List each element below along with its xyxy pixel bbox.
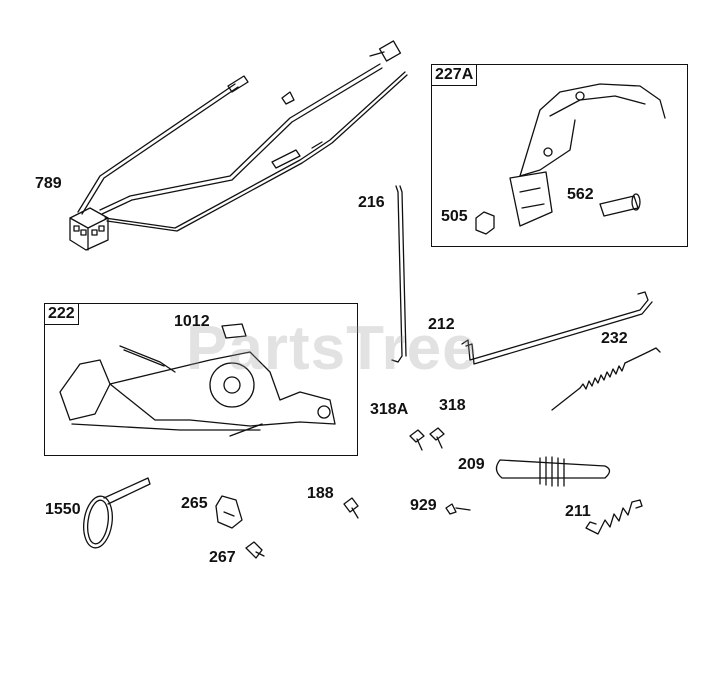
group-label-222: 222 [44,303,79,325]
callout-1012[interactable]: 1012 [174,313,210,330]
link-212 [461,291,653,365]
group-frame-227A [431,64,688,247]
governor-assembly-222 [59,323,336,437]
callout-232[interactable]: 232 [601,330,628,347]
callout-267[interactable]: 267 [209,549,236,566]
spring-209 [495,456,611,487]
rod-216 [391,185,407,363]
callout-318A[interactable]: 318A [370,401,409,418]
callout-562[interactable]: 562 [567,186,594,203]
callout-1550[interactable]: 1550 [45,501,81,518]
callout-212[interactable]: 212 [428,316,455,333]
screw-267 [245,541,265,559]
callout-211[interactable]: 211 [565,503,591,520]
screws-318 [409,427,445,451]
watermark: PartsTree [186,314,478,383]
callout-929[interactable]: 929 [410,497,437,514]
callout-188[interactable]: 188 [307,485,334,502]
screw-188 [343,497,359,519]
spring-232 [551,347,661,411]
callout-265[interactable]: 265 [181,495,208,512]
group-frame-222 [44,303,358,456]
wiring-harness-789 [69,40,408,251]
callout-209[interactable]: 209 [458,456,485,473]
spring-211 [585,499,643,535]
clip-265 [215,495,243,529]
callout-216[interactable]: 216 [358,194,385,211]
screw-929 [445,503,471,515]
callout-789[interactable]: 789 [35,175,62,192]
clip-1550 [83,477,151,549]
group-label-227A: 227A [431,64,478,86]
callout-318[interactable]: 318 [439,397,466,414]
bracket-227A [475,83,666,235]
callout-505[interactable]: 505 [441,208,468,225]
